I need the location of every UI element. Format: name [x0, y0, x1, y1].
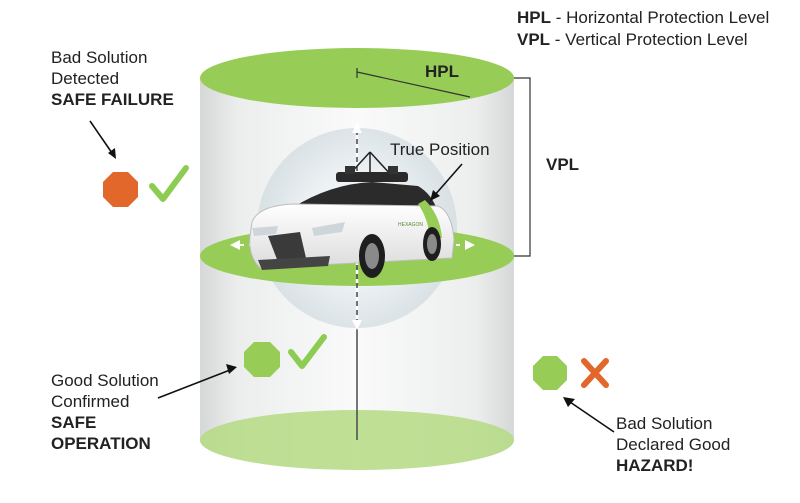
arrow-safe-operation	[157, 364, 237, 399]
legend: HPL - Horizontal Protection Level VPL - …	[517, 7, 769, 51]
checkmark-icon	[288, 334, 327, 369]
true-position-label: True Position	[390, 140, 490, 159]
good-octagon-icon	[244, 342, 280, 377]
hpl-radius-line	[356, 71, 471, 98]
arrow-safe-failure	[89, 120, 116, 159]
down-arrowhead	[352, 320, 362, 330]
good-octagon-icon	[533, 356, 567, 390]
checkmark-icon	[149, 165, 189, 202]
autonomous-car-illustration: HEXAGON	[249, 151, 455, 278]
up-arrowhead	[352, 123, 362, 133]
car-brand-text: HEXAGON	[398, 222, 423, 228]
arrow-hazard	[563, 397, 615, 433]
vpl-label: VPL	[546, 155, 580, 174]
vpl-bracket	[514, 77, 531, 257]
hpl-label: HPL	[425, 62, 459, 81]
safe-failure-label: Bad Solution Detected SAFE FAILURE	[51, 48, 174, 109]
left-arrowhead	[230, 240, 240, 250]
legend-vpl: VPL - Vertical Protection Level	[517, 30, 748, 49]
arrow-true-position	[430, 163, 463, 201]
cross-icon	[581, 358, 609, 388]
safe-operation-label: Good Solution Confirmed SAFE OPERATION	[51, 371, 159, 453]
hazard-label: Bad Solution Declared Good HAZARD!	[616, 414, 731, 475]
stop-octagon-icon	[103, 172, 138, 207]
right-arrowhead	[465, 240, 475, 250]
legend-hpl: HPL - Horizontal Protection Level	[517, 8, 770, 27]
